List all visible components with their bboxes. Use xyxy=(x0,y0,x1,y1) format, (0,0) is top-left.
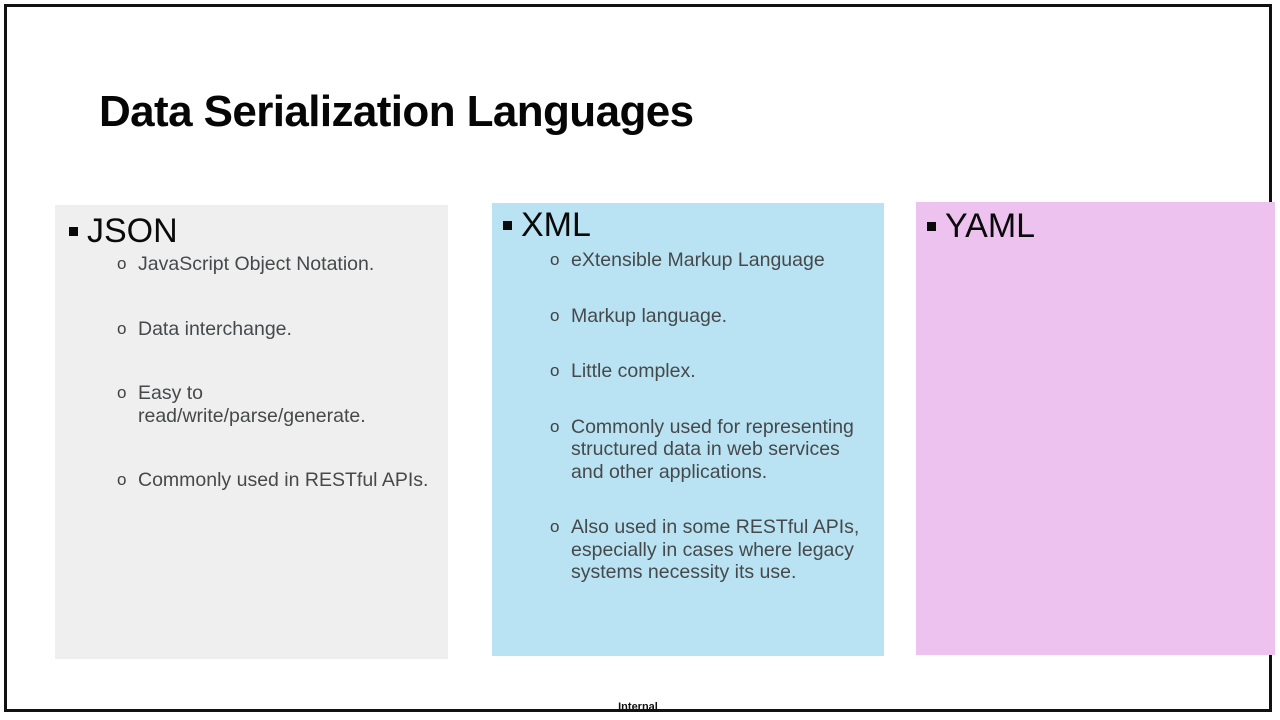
list-item: o Easy to read/write/parse/generate. xyxy=(117,382,429,427)
circle-bullet-icon: o xyxy=(550,416,560,436)
list-item-text: Markup language. xyxy=(571,304,728,327)
circle-bullet-icon: o xyxy=(550,305,560,325)
square-bullet-icon xyxy=(927,222,936,231)
list-item: o eXtensible Markup Language xyxy=(550,249,872,272)
list-item: o Markup language. xyxy=(550,305,872,328)
list-item-text: Easy to read/write/parse/generate. xyxy=(138,382,366,427)
list-item-text: Commonly used in RESTful APIs. xyxy=(138,469,429,491)
list-item-text: Data interchange. xyxy=(138,317,292,340)
list-item: o Commonly used for representing structu… xyxy=(550,416,872,484)
panel-xml-heading: XML xyxy=(503,206,591,244)
list-item: o Commonly used in RESTful APIs. xyxy=(117,469,429,492)
panel-yaml-heading: YAML xyxy=(927,207,1036,245)
panel-yaml: YAML xyxy=(916,202,1275,655)
panel-xml-bullet-list: o eXtensible Markup Language o Markup la… xyxy=(550,249,872,617)
panel-xml: XML o eXtensible Markup Language o Marku… xyxy=(492,203,884,656)
panel-json-bullet-list: o JavaScript Object Notation. o Data int… xyxy=(117,253,429,534)
panel-json: JSON o JavaScript Object Notation. o Dat… xyxy=(55,205,448,659)
panel-xml-heading-label: XML xyxy=(521,206,591,244)
list-item-text: Commonly used for representing structure… xyxy=(571,415,854,483)
circle-bullet-icon: o xyxy=(117,470,127,489)
list-item: o Also used in some RESTful APIs, especi… xyxy=(550,516,872,584)
panel-yaml-heading-label: YAML xyxy=(945,207,1036,245)
circle-bullet-icon: o xyxy=(117,318,127,338)
slide-canvas: Data Serialization Languages JSON o Java… xyxy=(7,7,1275,713)
square-bullet-icon xyxy=(503,221,512,230)
panel-json-heading: JSON xyxy=(69,212,178,250)
circle-bullet-icon: o xyxy=(550,361,560,380)
circle-bullet-icon: o xyxy=(550,517,560,536)
panel-json-heading-label: JSON xyxy=(87,212,178,250)
circle-bullet-icon: o xyxy=(550,250,560,269)
square-bullet-icon xyxy=(69,227,78,236)
list-item: o Little complex. xyxy=(550,360,872,383)
list-item: o JavaScript Object Notation. xyxy=(117,253,429,276)
list-item-text: JavaScript Object Notation. xyxy=(138,253,375,275)
list-item-text: Little complex. xyxy=(571,360,696,382)
slide-frame: Data Serialization Languages JSON o Java… xyxy=(4,4,1275,713)
circle-bullet-icon: o xyxy=(117,383,127,402)
circle-bullet-icon: o xyxy=(117,254,127,273)
slide-footer: Internal xyxy=(618,701,658,713)
list-item-text: Also used in some RESTful APIs, especial… xyxy=(571,516,860,583)
page-title: Data Serialization Languages xyxy=(99,87,694,136)
list-item: o Data interchange. xyxy=(117,318,429,341)
list-item-text: eXtensible Markup Language xyxy=(571,249,825,271)
